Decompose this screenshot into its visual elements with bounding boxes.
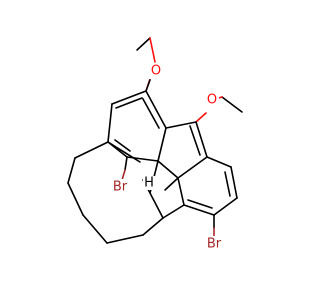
bond-c11 [107, 141, 141, 163]
bond-b5 [177, 177, 185, 206]
bond-b4-double [187, 199, 213, 209]
bond-f4 [157, 160, 179, 179]
bond-c6 [106, 234, 144, 244]
bond-c7 [82, 214, 108, 244]
br-right-background [203, 236, 225, 252]
oxygen-label-right: O [207, 93, 217, 108]
o-right-background [205, 92, 219, 108]
bond-o-right-ring [195, 112, 207, 123]
bond-c9 [67, 157, 76, 184]
structure-canvas: O O Br Br H [67, 37, 243, 252]
bond-a6 [145, 90, 167, 129]
bond-f1 [165, 121, 197, 129]
bond-methyl-right [221, 96, 243, 113]
bond-methyl-left [136, 37, 151, 51]
bond-ring-o-left [145, 79, 151, 92]
bond-a6-double [142, 98, 160, 129]
bond-ring-br-left [124, 156, 128, 171]
bond-a2 [107, 103, 113, 143]
bond-a5 [157, 127, 167, 162]
bond-f2 [195, 121, 208, 158]
bromine-label-left: Br [113, 180, 128, 195]
bond-b4 [183, 204, 215, 216]
bond-b1 [206, 156, 232, 168]
h-background [143, 176, 155, 190]
bond-c12 [164, 177, 179, 191]
bond-b2-double [224, 171, 231, 197]
bond-br-left [121, 169, 126, 181]
bond-c1 [162, 204, 185, 219]
hydrogen-label: H [144, 176, 154, 191]
bond-a1-double [115, 97, 143, 109]
bond-b3 [213, 197, 238, 216]
o-left-background [149, 63, 163, 79]
bond-a3-double [114, 139, 131, 152]
bromine-label-right: Br [207, 237, 222, 252]
bond-a1 [111, 90, 147, 105]
bond-f2-double [189, 125, 201, 156]
bond-b2 [230, 166, 238, 199]
bond-c8 [67, 182, 84, 216]
bond-o-left-methyl [149, 37, 156, 63]
bond-f3 [177, 156, 208, 179]
br-left-background [109, 179, 131, 195]
molecule-drawing: O O Br Br H [67, 37, 243, 252]
oxygen-label-left: O [151, 64, 161, 79]
bond-c10 [74, 141, 109, 159]
bond-c5 [142, 217, 164, 236]
bond-c2 [149, 192, 164, 219]
